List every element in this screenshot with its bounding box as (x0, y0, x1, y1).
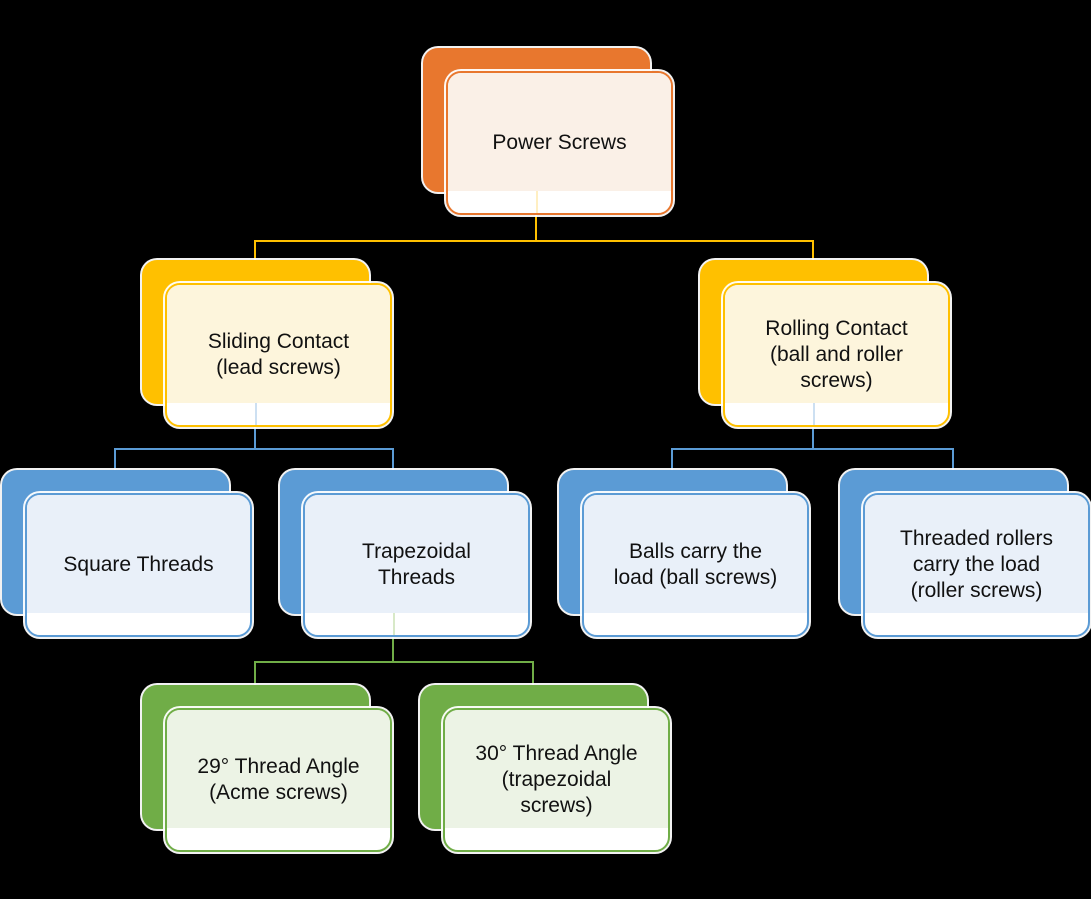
node-sliding-contact: Sliding Contact (lead screws) (142, 260, 392, 427)
connector-segment (812, 240, 814, 262)
connector-segment (254, 240, 256, 262)
connector-segment (114, 448, 116, 472)
connector-showthrough (255, 403, 257, 425)
connector-showthrough (813, 403, 815, 425)
node-label: 29° Thread Angle (Acme screws) (197, 755, 360, 804)
node-card: Square Threads (25, 493, 252, 637)
connector-showthrough (393, 613, 395, 635)
connector-segment (254, 661, 534, 663)
node-card: Balls carry the load (ball screws) (582, 493, 809, 637)
connector-segment (535, 192, 537, 240)
node-power-screws: Power Screws (423, 48, 673, 215)
node-tint-band (584, 495, 807, 613)
node-card: Rolling Contact (ball and roller screws) (723, 283, 950, 427)
node-card: Power Screws (446, 71, 673, 215)
node-card: 29° Thread Angle (Acme screws) (165, 708, 392, 852)
connector-segment (671, 448, 673, 472)
connector-showthrough (536, 191, 538, 213)
node-label: Sliding Contact (lead screws) (207, 330, 350, 379)
connector-segment (671, 448, 954, 450)
node-label: Threaded rollers carry the load (roller … (900, 527, 1053, 602)
connector-segment (392, 614, 394, 661)
connector-segment (392, 448, 394, 472)
node-trapezoidal-threads: Trapezoidal Threads (280, 470, 530, 637)
node-label: 30° Thread Angle (trapezoidal screws) (475, 742, 638, 817)
connector-segment (952, 448, 954, 472)
node-tint-band (167, 285, 390, 403)
node-rolling-contact: Rolling Contact (ball and roller screws) (700, 260, 950, 427)
node-label: Balls carry the load (ball screws) (613, 540, 778, 589)
node-label: Power Screws (492, 131, 627, 154)
connector-segment (114, 448, 394, 450)
node-tint-band (725, 285, 948, 403)
node-threaded-rollers: Threaded rollers carry the load (roller … (840, 470, 1090, 637)
node-tint-band (305, 495, 528, 613)
connector-segment (254, 240, 814, 242)
node-card: Sliding Contact (lead screws) (165, 283, 392, 427)
node-thread-angle-30: 30° Thread Angle (trapezoidal screws) (420, 685, 670, 852)
node-tint-band (448, 73, 671, 191)
node-tint-band (865, 495, 1088, 613)
node-card: Trapezoidal Threads (303, 493, 530, 637)
node-square-threads: Square Threads (2, 470, 252, 637)
node-tint-band (167, 710, 390, 828)
node-balls-carry-load: Balls carry the load (ball screws) (559, 470, 809, 637)
node-label: Trapezoidal Threads (362, 540, 471, 589)
connector-segment (254, 661, 256, 687)
node-label: Square Threads (63, 553, 214, 576)
node-card: Threaded rollers carry the load (roller … (863, 493, 1090, 637)
node-tint-band (27, 495, 250, 613)
node-tint-band (445, 710, 668, 828)
connector-segment (532, 661, 534, 687)
node-label: Rolling Contact (ball and roller screws) (765, 317, 908, 392)
node-card: 30° Thread Angle (trapezoidal screws) (443, 708, 670, 852)
node-thread-angle-29: 29° Thread Angle (Acme screws) (142, 685, 392, 852)
